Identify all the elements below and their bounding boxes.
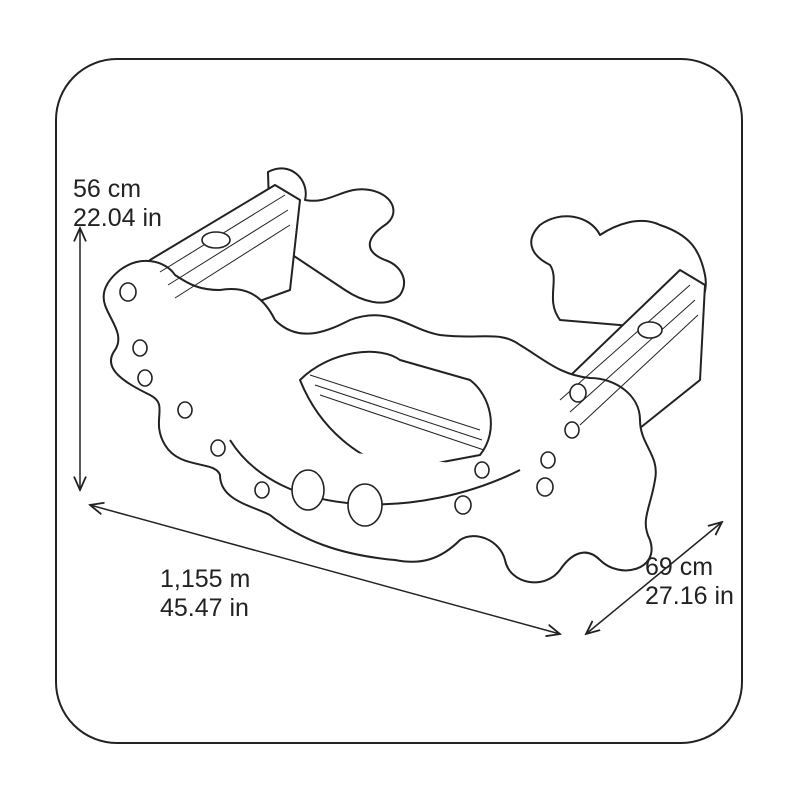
depth-metric: 69 cm xyxy=(645,553,714,581)
height-imperial: 22.04 in xyxy=(73,204,162,232)
middle-seat xyxy=(299,350,492,471)
depth-imperial: 27.16 in xyxy=(645,582,734,610)
length-dimension: 1,155 m 45.47 in xyxy=(160,565,250,623)
length-imperial: 45.47 in xyxy=(160,594,249,622)
diagram-frame xyxy=(55,58,743,744)
depth-dimension: 69 cm 27.16 in xyxy=(645,553,734,611)
height-metric: 56 cm xyxy=(73,175,142,203)
length-metric: 1,155 m xyxy=(160,565,251,593)
back-left-panel xyxy=(267,167,405,304)
height-dimension: 56 cm 22.04 in xyxy=(73,175,162,233)
length-arrow xyxy=(90,505,560,634)
panel-holes xyxy=(119,231,663,527)
depth-arrow xyxy=(586,522,722,634)
